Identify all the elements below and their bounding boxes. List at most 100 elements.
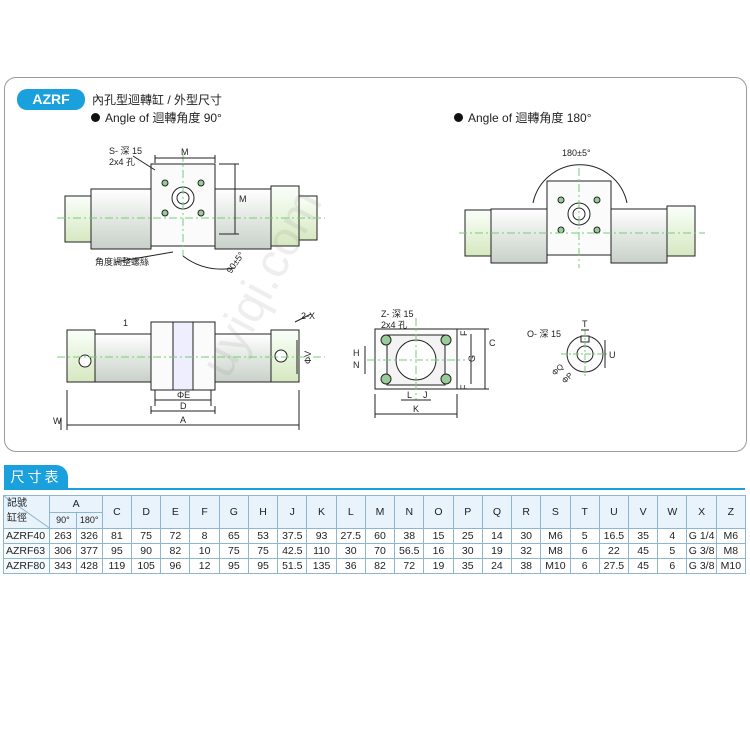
table-cell: 72 <box>160 528 191 544</box>
label-f1: F <box>459 330 469 336</box>
column-header: F <box>189 495 220 529</box>
left-cylinder <box>490 208 548 264</box>
left-cylinder <box>94 333 152 383</box>
table-cell: M10 <box>540 558 571 574</box>
table-cell: M8 <box>715 543 747 559</box>
heading-rule <box>4 488 745 490</box>
table-cell: 82 <box>160 543 191 559</box>
table-cell: 27.5 <box>335 528 366 544</box>
table-cell: 96 <box>160 558 191 574</box>
label-adjust-screw: 角度調整螺絲 <box>95 256 149 267</box>
table-cell: 75 <box>218 543 249 559</box>
table-cell: 16.5 <box>598 528 630 544</box>
column-subheader-a180: 180° <box>75 511 103 529</box>
table-cell: 95 <box>101 543 133 559</box>
label-n: N <box>353 360 360 370</box>
table-cell: 15 <box>423 528 454 544</box>
table-cell: 4 <box>657 528 688 544</box>
label-s-hole: S- 深 15 <box>109 146 142 156</box>
table-cell: 82 <box>364 558 396 574</box>
column-subheader-a90: 90° <box>49 511 77 529</box>
label-2x: 2-X <box>301 311 315 321</box>
label-o-hole: O- 深 15 <box>527 329 561 339</box>
table-cell: 70 <box>364 543 396 559</box>
table-cell: 135 <box>306 558 337 574</box>
table-cell: 110 <box>306 543 337 559</box>
table-cell: 8 <box>189 528 220 544</box>
mount-hole <box>161 179 169 187</box>
table-cell: 22 <box>598 543 630 559</box>
table-heading: 尺寸表 <box>4 465 68 489</box>
column-header: V <box>627 495 659 529</box>
label-d: D <box>180 401 187 411</box>
label-h: H <box>353 348 360 358</box>
table-cell: 32 <box>511 543 542 559</box>
right-cylinder <box>214 188 272 250</box>
table-cell: 30 <box>511 528 542 544</box>
label-z-hole: Z- 深 15 <box>381 309 414 319</box>
column-header: N <box>394 495 425 529</box>
column-header: Z <box>715 495 747 529</box>
label-m-side: M <box>239 194 247 204</box>
table-cell: 95 <box>247 558 279 574</box>
leader-2x <box>294 313 312 323</box>
view-title-180: Angle of 迴轉角度 180° <box>454 109 592 126</box>
table-cell: 30 <box>335 543 366 559</box>
table-cell: 428 <box>75 558 103 574</box>
column-header: P <box>452 495 483 529</box>
right-end-cap <box>666 205 696 257</box>
label-one: 1 <box>123 318 128 328</box>
table-cell: 53 <box>247 528 279 544</box>
angle-arc-180 <box>532 164 628 204</box>
label-j: J <box>423 390 428 400</box>
view-bore-detail <box>561 329 609 378</box>
table-cell: 6 <box>657 558 688 574</box>
column-header: W <box>657 495 688 529</box>
label-t: T <box>582 319 588 329</box>
table-cell: 24 <box>481 558 513 574</box>
view-title-90: Angle of 迴轉角度 90° <box>91 109 222 126</box>
label-l: L <box>407 390 412 400</box>
row-model: AZRF63 <box>2 543 51 559</box>
table-cell: 263 <box>49 528 77 544</box>
table-cell: 19 <box>423 558 454 574</box>
label-w: W <box>53 416 62 426</box>
column-header: C <box>101 495 133 529</box>
table-cell: 35 <box>452 558 483 574</box>
label-phi-e: ΦE <box>177 390 190 400</box>
right-end-cap <box>270 185 300 247</box>
table-cell: M6 <box>715 528 747 544</box>
label-u: U <box>609 350 616 360</box>
table-cell: 10 <box>189 543 220 559</box>
table-cell: M8 <box>540 543 571 559</box>
bullet-icon <box>91 113 100 122</box>
table-cell: 119 <box>101 558 133 574</box>
column-header: M <box>364 495 396 529</box>
column-header: T <box>569 495 600 529</box>
table-cell: 36 <box>335 558 366 574</box>
bullet-icon <box>454 113 463 122</box>
table-cell: 81 <box>101 528 133 544</box>
shaft-band <box>172 321 194 391</box>
label-m-top: M <box>181 147 189 157</box>
column-header: K <box>306 495 337 529</box>
table-cell: 12 <box>189 558 220 574</box>
table-cell: 306 <box>49 543 77 559</box>
view-top-180 <box>459 164 705 268</box>
table-cell: 16 <box>423 543 454 559</box>
table-cell: 6 <box>569 543 600 559</box>
view-title-180-text: Angle of 迴轉角度 180° <box>468 111 592 125</box>
right-cylinder <box>214 333 272 383</box>
table-cell: 37.5 <box>277 528 308 544</box>
port <box>274 349 288 363</box>
column-header: J <box>277 495 308 529</box>
table-cell: 90 <box>131 543 162 559</box>
table-cell: 45 <box>627 543 659 559</box>
label-s-hole2: 2x4 孔 <box>109 157 135 167</box>
corner-bottom-label: 缸徑 <box>7 513 27 524</box>
label-f2: F <box>459 384 469 390</box>
table-cell: 45 <box>627 558 659 574</box>
table-cell: 6 <box>569 558 600 574</box>
